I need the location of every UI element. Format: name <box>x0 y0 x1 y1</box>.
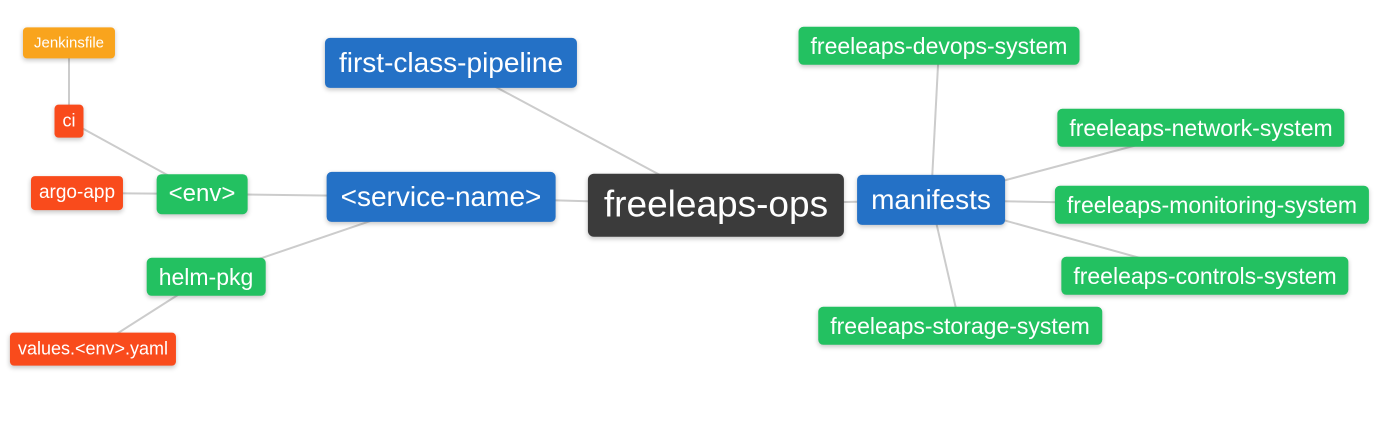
mindmap-node-service-name[interactable]: <service-name> <box>326 171 556 223</box>
mindmap-node-monitoring-system[interactable]: freeleaps-monitoring-system <box>1054 185 1370 225</box>
mindmap-node-network-system[interactable]: freeleaps-network-system <box>1057 108 1345 148</box>
mindmap-node-ci[interactable]: ci <box>54 104 84 138</box>
mindmap-node-freeleaps-ops[interactable]: freeleaps-ops <box>587 173 845 237</box>
mindmap-node-helm-pkg[interactable]: helm-pkg <box>146 257 266 297</box>
mindmap-node-controls-system[interactable]: freeleaps-controls-system <box>1061 256 1349 296</box>
mindmap-node-devops-system[interactable]: freeleaps-devops-system <box>798 26 1080 66</box>
mindmap-node-env[interactable]: <env> <box>156 174 248 214</box>
mindmap-node-manifests[interactable]: manifests <box>857 174 1005 226</box>
mindmap-node-first-class-pipeline[interactable]: first-class-pipeline <box>324 37 578 89</box>
edge-manifests-devops-system <box>930 45 940 201</box>
mindmap-node-jenkinsfile[interactable]: Jenkinsfile <box>22 27 116 59</box>
mindmap-node-values-env-yaml[interactable]: values.<env>.yaml <box>9 332 177 366</box>
mindmap-node-storage-system[interactable]: freeleaps-storage-system <box>818 306 1102 346</box>
mindmap-node-argo-app[interactable]: argo-app <box>30 176 124 210</box>
